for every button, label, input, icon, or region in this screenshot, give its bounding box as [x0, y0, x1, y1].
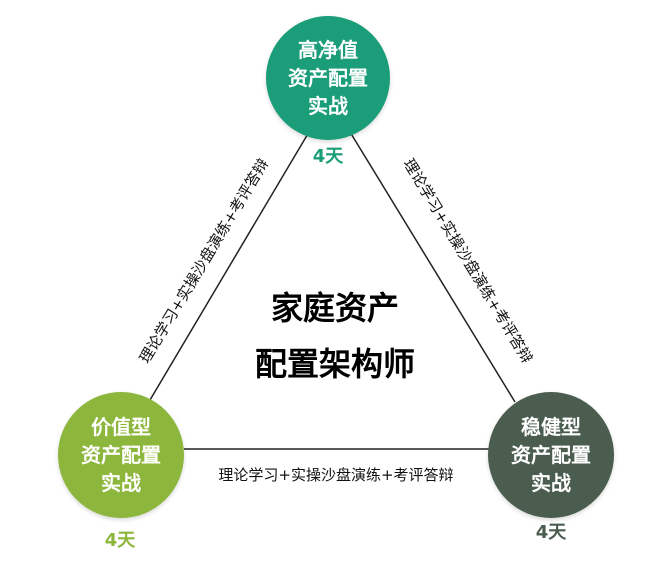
center-title: 家庭资产 配置架构师	[195, 280, 475, 392]
node-right-line-1: 稳健型	[521, 415, 581, 439]
node-left-line-1: 价值型	[91, 415, 151, 439]
node-left-line-2: 资产配置	[81, 443, 161, 467]
node-top-line-2: 资产配置	[288, 66, 368, 90]
edge-label-bottom: 理论学习+实操沙盘演练+考评答辩	[218, 466, 454, 484]
node-top-line-3: 实战	[308, 94, 348, 118]
node-right-days: 4天	[535, 522, 567, 543]
node-right-line-2: 资产配置	[511, 443, 591, 467]
edge-line-right	[349, 131, 516, 403]
edge-line-left	[149, 131, 310, 401]
node-top-days: 4天	[312, 146, 344, 167]
center-title-line-1: 家庭资产	[270, 289, 399, 327]
node-left-line-3: 实战	[101, 471, 141, 495]
node-right-line-3: 实战	[531, 471, 571, 495]
node-high-net-worth: 高净值 资产配置 实战	[266, 16, 390, 140]
center-title-line-2: 配置架构师	[254, 345, 415, 383]
node-stable-type: 稳健型 资产配置 实战	[488, 392, 614, 518]
node-top-line-1: 高净值	[298, 38, 358, 62]
node-left-days: 4天	[104, 530, 136, 551]
node-value-type: 价值型 资产配置 实战	[58, 392, 184, 518]
